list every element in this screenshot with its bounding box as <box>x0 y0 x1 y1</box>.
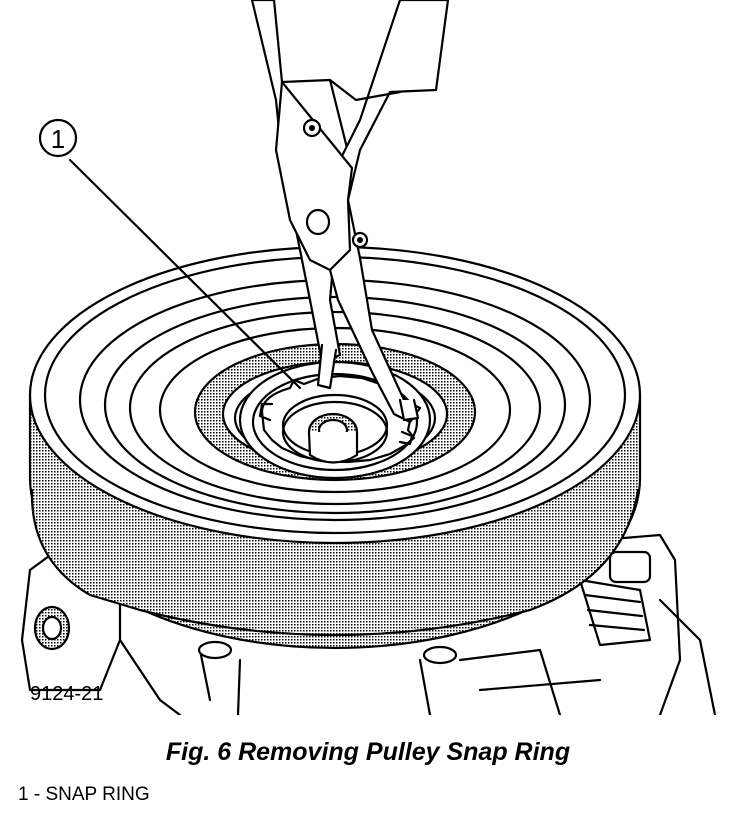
legend-item: 1 - SNAP RING <box>18 784 150 805</box>
callout-number: 1 <box>51 124 65 154</box>
callout-1 <box>38 118 302 390</box>
snap-ring-pliers <box>250 0 450 424</box>
pulley-snap-ring-illustration: 1 9124-21 <box>20 0 717 715</box>
pulley-hub <box>238 360 432 480</box>
figure-caption: Fig. 6 Removing Pulley Snap Ring <box>165 738 571 766</box>
figure-id-label: 9124-21 <box>30 683 103 705</box>
